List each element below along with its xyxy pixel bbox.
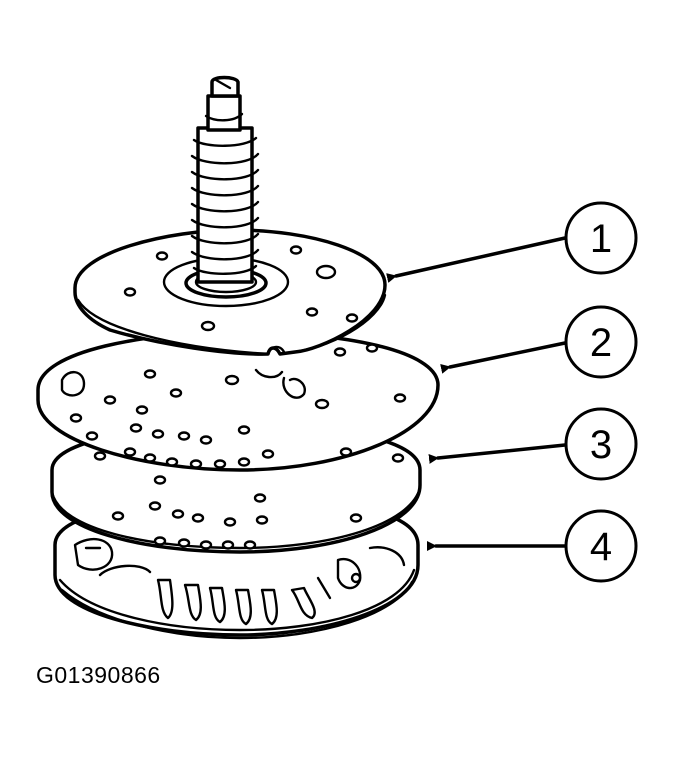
figure-id: G01390866 [36, 662, 161, 688]
callout-1: 1 [386, 201, 638, 283]
spindle-spring [190, 75, 260, 284]
callout-2-label: 2 [590, 321, 612, 365]
callout-3: 3 [428, 407, 638, 481]
callout-4: 4 [427, 509, 638, 583]
callout-4-label: 4 [590, 525, 612, 569]
callout-2: 2 [440, 305, 638, 379]
part-2-gasket [36, 330, 440, 472]
callout-3-label: 3 [590, 423, 612, 467]
callout-1-label: 1 [590, 217, 612, 261]
